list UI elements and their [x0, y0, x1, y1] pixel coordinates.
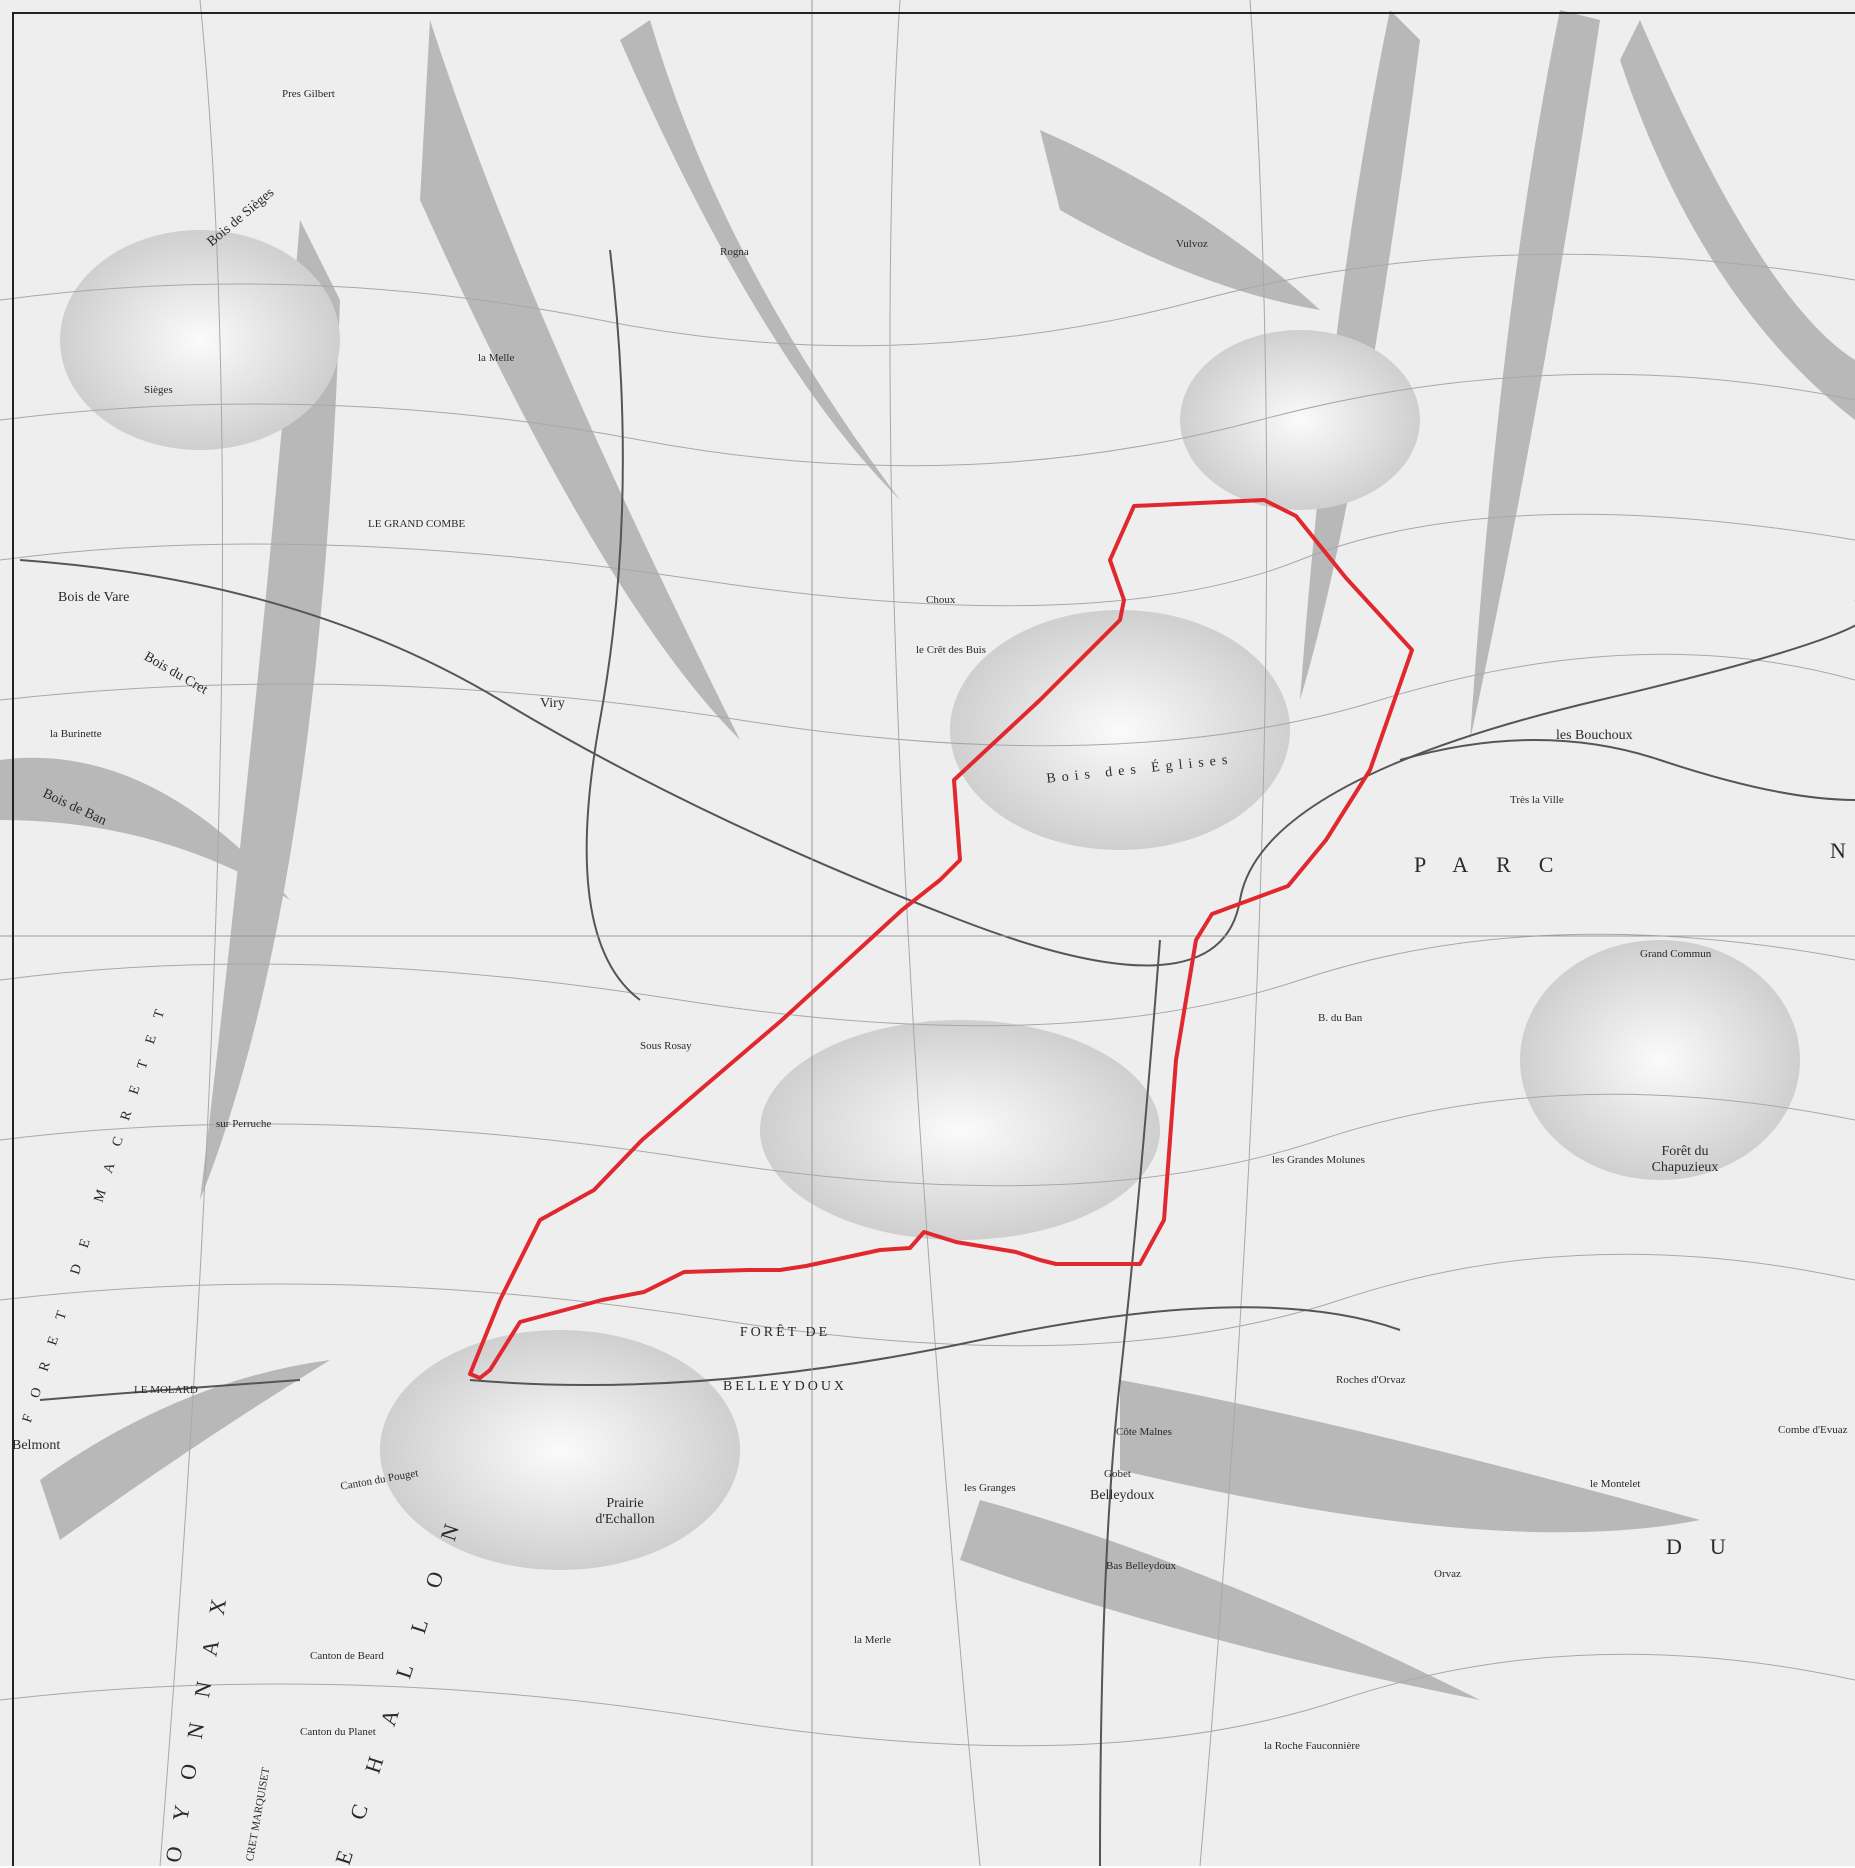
place-la-burinette: la Burinette: [50, 728, 102, 740]
place-gobet: Gobet: [1104, 1468, 1131, 1480]
place-bois-de-vare: Bois de Vare: [58, 590, 130, 605]
place-canton-du-planet: Canton du Planet: [300, 1726, 376, 1738]
place-la-merle: la Merle: [854, 1634, 891, 1646]
place-viry: Viry: [540, 696, 565, 711]
place-la-roche-fauconniere: la Roche Fauconnière: [1264, 1740, 1360, 1752]
place-belleydoux: Belleydoux: [1090, 1488, 1155, 1503]
place-prairie-dechallon: Prairie d'Echallon: [595, 1496, 655, 1527]
ridge-shadows: [0, 10, 1855, 1700]
place-pres-gilbert: Pres Gilbert: [282, 88, 335, 100]
place-le-montelet: le Montelet: [1590, 1478, 1641, 1490]
place-le-grand-combe: LE GRAND COMBE: [368, 518, 466, 530]
walking-route: [468, 498, 1414, 1380]
place-le-molard: LE MOLARD: [134, 1384, 198, 1396]
place-les-granges: les Granges: [964, 1482, 1016, 1494]
place-bas-belleydoux: Bas Belleydoux: [1106, 1560, 1176, 1572]
place-choux: Choux: [926, 594, 956, 606]
place-vulvoz: Vulvoz: [1176, 238, 1208, 250]
place-combe-devaz: Combe d'Evuaz: [1778, 1424, 1848, 1436]
place-b-du-ban: B. du Ban: [1318, 1012, 1363, 1024]
region-n: N: [1830, 838, 1846, 863]
place-sous-rosay: Sous Rosay: [640, 1040, 692, 1052]
region-du: DU: [1666, 1534, 1754, 1559]
region-parc: PARC: [1414, 852, 1582, 877]
roads: [19, 249, 1855, 1866]
place-grand-commun: Grand Commun: [1640, 948, 1712, 960]
place-orvaz: Orvaz: [1434, 1568, 1461, 1580]
place-le-cret-des-buis: le Crêt des Buis: [916, 644, 986, 656]
place-cote-malnes: Côte Malnes: [1116, 1426, 1172, 1438]
place-foret-de-belleydoux: FORÊT DE BELLEYDOUX: [722, 1325, 848, 1394]
place-rogna: Rogna: [720, 246, 749, 258]
place-la-melle: la Melle: [478, 352, 515, 364]
place-tres-la-ville: Très la Ville: [1510, 794, 1564, 806]
hill-highlights: [60, 230, 1800, 1570]
place-sieges: Sièges: [144, 384, 173, 396]
place-les-bouchoux: les Bouchoux: [1556, 728, 1633, 743]
place-roches-orvaz: Roches d'Orvaz: [1336, 1374, 1406, 1386]
place-les-grandes-molunes: les Grandes Molunes: [1272, 1154, 1365, 1166]
place-belmont: Belmont: [12, 1438, 61, 1453]
place-canton-de-beard: Canton de Beard: [310, 1650, 384, 1662]
place-sur-perruche: sur Perruche: [216, 1118, 272, 1130]
place-foret-du-chapuzieux: Forêt du Chapuzieux: [1651, 1144, 1719, 1175]
